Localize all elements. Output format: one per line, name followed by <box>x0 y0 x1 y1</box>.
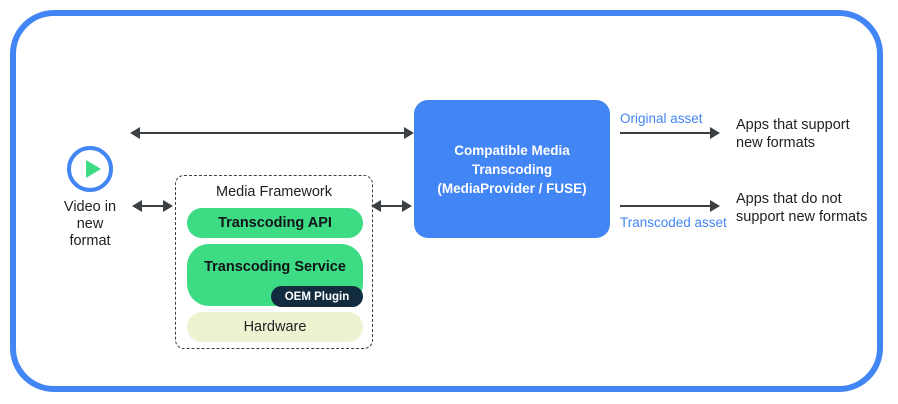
compatible-media-transcoding-box: Compatible Media Transcoding (MediaProvi… <box>414 100 610 238</box>
transcoded-asset-label: Transcoded asset <box>620 215 727 230</box>
arrow-video-to-framework-line <box>142 205 170 207</box>
arrow-video-to-cmt-head-left-icon <box>130 127 140 139</box>
transcoding-api-block: Transcoding API <box>187 208 363 238</box>
arrow-video-to-framework-head-right-icon <box>163 200 173 212</box>
apps-no-support-new-formats-label: Apps that do not support new formats <box>736 190 888 226</box>
original-asset-label: Original asset <box>620 111 703 126</box>
cmt-label-line3: (MediaProvider / FUSE) <box>437 180 587 196</box>
media-framework-box: Media Framework Transcoding API Transcod… <box>175 175 373 349</box>
arrow-transcoded-asset-line <box>620 205 718 207</box>
arrow-video-to-cmt-line <box>140 132 412 134</box>
hardware-block: Hardware <box>187 312 363 342</box>
video-source-label-line2: new <box>76 216 104 232</box>
apps-support-line1: Apps that support <box>736 117 850 133</box>
video-source-label-line1: Video in <box>63 199 117 215</box>
apps-no-support-line1: Apps that do not <box>736 191 842 207</box>
transcoding-api-label: Transcoding API <box>218 215 332 231</box>
arrow-framework-to-cmt-head-right-icon <box>402 200 412 212</box>
cmt-label-line1: Compatible Media <box>454 142 570 158</box>
video-source-label: Video in new format <box>44 199 136 250</box>
arrow-original-asset-head-icon <box>710 127 720 139</box>
apps-support-new-formats-label: Apps that support new formats <box>736 116 886 152</box>
hardware-label: Hardware <box>243 319 307 335</box>
play-circle-icon <box>67 146 113 192</box>
play-triangle-icon <box>86 160 101 178</box>
arrow-video-to-framework-head-left-icon <box>132 200 142 212</box>
transcoding-service-label: Transcoding Service <box>204 259 346 275</box>
video-source-label-line3: format <box>69 233 111 249</box>
video-source-group: Video in new format <box>44 146 136 250</box>
cmt-label: Compatible Media Transcoding (MediaProvi… <box>421 141 602 198</box>
arrow-video-to-cmt-head-right-icon <box>404 127 414 139</box>
arrow-original-asset-line <box>620 132 718 134</box>
arrow-framework-to-cmt-head-left-icon <box>371 200 381 212</box>
apps-no-support-line2: support new formats <box>736 209 868 225</box>
oem-plugin-badge: OEM Plugin <box>271 286 363 307</box>
arrow-transcoded-asset-head-icon <box>710 200 720 212</box>
media-framework-title: Media Framework <box>215 184 333 200</box>
apps-support-line2: new formats <box>736 135 815 151</box>
arrow-framework-to-cmt-line <box>381 205 409 207</box>
cmt-label-line2: Transcoding <box>471 161 553 177</box>
